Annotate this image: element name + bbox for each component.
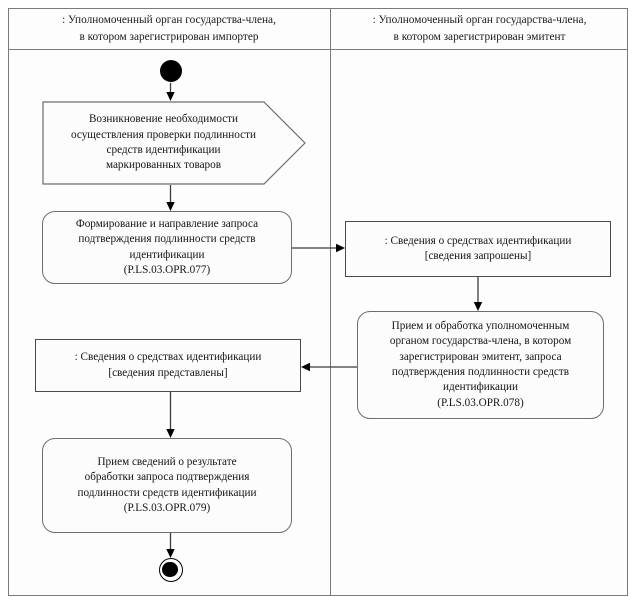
activity-077-line-2: подтверждения подлинности средств (78, 233, 256, 246)
lane-header-emitent: : Уполномоченный орган государства-члена… (330, 8, 628, 50)
lane-header-importer: : Уполномоченный орган государства-члена… (8, 8, 330, 50)
activity-078-line-4: подтверждения подлинности средств (391, 366, 570, 378)
activity-078-line-3: зарегистрирован эмитент, запроса (399, 350, 562, 363)
signal-receipt-line-2: осуществления проверки подлинности (71, 128, 256, 141)
activity-077-line-3: идентификации (129, 248, 205, 261)
object-requested-line-1: : Сведения о средствах идентификации (384, 234, 572, 247)
lane-divider (330, 50, 331, 596)
signal-receipt-line-4: маркированных товаров (105, 159, 222, 172)
activity-079-line-1: Прием сведений о результате (97, 455, 237, 468)
lane-header-emitent-line1: : Уполномоченный орган государства-члена… (372, 14, 587, 27)
initial-node (159, 60, 182, 82)
object-node-info-requested[interactable]: : Сведения о средствах идентификации [св… (345, 221, 611, 277)
activity-node-opr-079[interactable]: Прием сведений о результате обработки за… (42, 438, 292, 533)
activity-078-line-2: органом государства-члена, в котором (389, 335, 572, 348)
activity-079-code: (P.LS.03.OPR.079) (123, 501, 211, 514)
lane-header-importer-line1: : Уполномоченный орган государства-члена… (62, 14, 276, 27)
activity-078-line-1: Прием и обработка уполномоченным (391, 319, 570, 332)
object-node-info-provided[interactable]: : Сведения о средствах идентификации [св… (35, 339, 301, 392)
activity-079-line-3: подлинности средств идентификации (77, 486, 257, 499)
activity-node-opr-078[interactable]: Прием и обработка уполномоченным органом… (357, 311, 604, 419)
activity-078-code: (P.LS.03.OPR.078) (437, 396, 524, 409)
object-requested-state: [сведения запрошены] (424, 250, 532, 262)
signal-receipt-line-1: Возникновение необходимости (88, 113, 239, 126)
signal-receipt-line-3: средств идентификации (106, 144, 221, 156)
activity-077-line-1: Формирование и направление запроса (75, 217, 259, 230)
activity-077-code: (P.LS.03.OPR.077) (123, 263, 211, 276)
object-provided-line-1: : Сведения о средствах идентификации (74, 351, 262, 364)
activity-node-opr-077[interactable]: Формирование и направление запроса подтв… (42, 211, 292, 284)
activity-079-line-2: обработки запроса подтверждения (84, 471, 250, 484)
object-provided-state: [сведения представлены] (108, 366, 228, 379)
final-node (158, 558, 183, 582)
signal-receipt-text: Возникновение необходимости осуществлени… (42, 112, 307, 174)
signal-receipt-shape (42, 101, 306, 185)
lane-header-emitent-line2: в котором зарегистрирован эмитент (393, 30, 566, 43)
activity-078-line-5: идентификации (443, 381, 518, 394)
lane-header-importer-line2: в котором зарегистрирован импортер (79, 30, 259, 43)
signal-receipt-node[interactable]: Возникновение необходимости осуществлени… (42, 101, 307, 185)
